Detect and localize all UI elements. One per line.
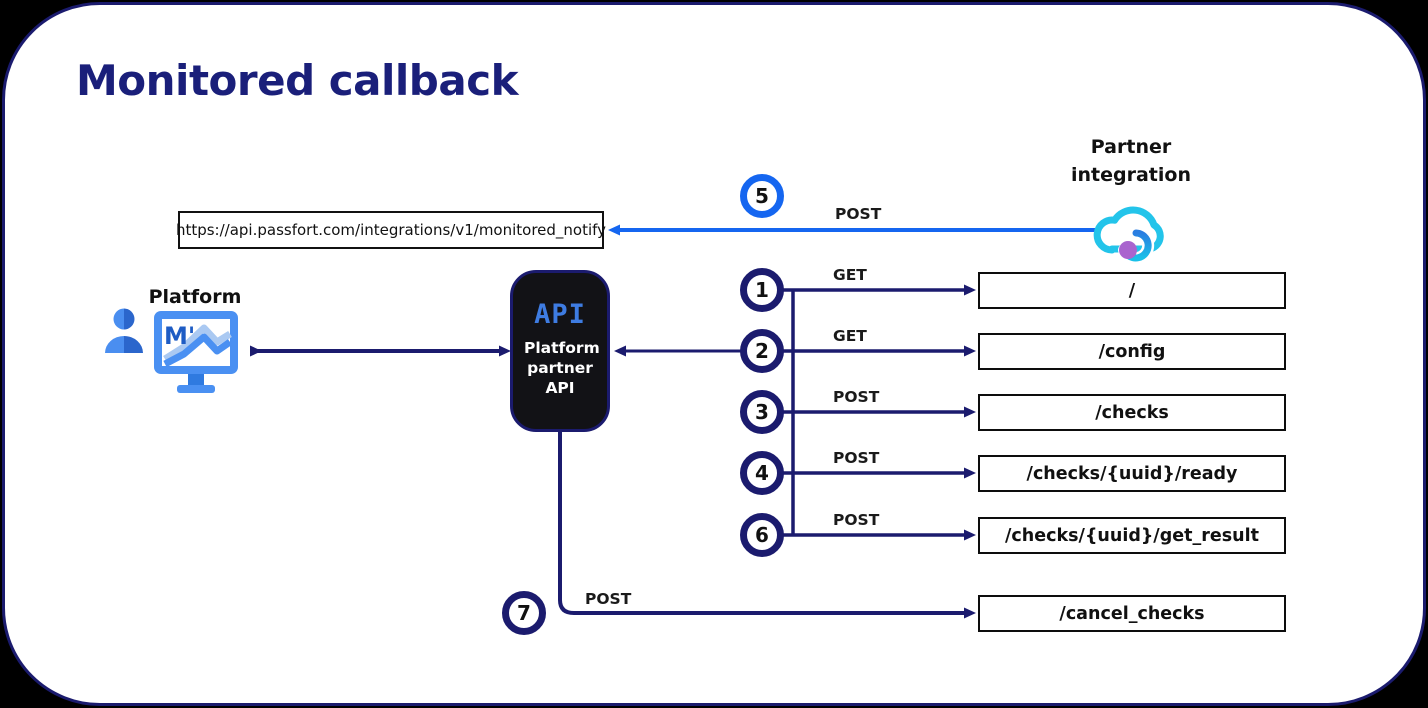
- page-title: Monitored callback: [76, 56, 519, 105]
- step-circle-2: 2: [740, 329, 784, 373]
- monitor-chart-icon: M': [154, 311, 238, 393]
- step-circle-4: 4: [740, 451, 784, 495]
- endpoint-box-root: /: [978, 272, 1286, 309]
- step-circle-5: 5: [740, 174, 784, 218]
- endpoint-box-cancel-checks: /cancel_checks: [978, 595, 1286, 632]
- endpoint-box-checks-ready: /checks/{uuid}/ready: [978, 455, 1286, 492]
- step-circle-3: 3: [740, 390, 784, 434]
- platform-label: Platform: [148, 286, 242, 308]
- partner-integration-label: Partner integration: [1071, 136, 1191, 186]
- method-label-4: POST: [833, 449, 880, 467]
- endpoint-box-checks-get-result: /checks/{uuid}/get_result: [978, 517, 1286, 554]
- platform-partner-api-box: API Platform partner API: [510, 270, 610, 432]
- monitor-logo-text: M': [164, 322, 195, 350]
- user-icon: [105, 308, 143, 353]
- cloud-icon: [1093, 206, 1164, 264]
- method-label-3: POST: [833, 388, 880, 406]
- notify-url-box: https://api.passfort.com/integrations/v1…: [176, 211, 606, 249]
- step-circle-1: 1: [740, 268, 784, 312]
- step-circle-7: 7: [502, 591, 546, 635]
- endpoint-box-config: /config: [978, 333, 1286, 370]
- method-label-callback: POST: [835, 205, 882, 223]
- api-logo: API: [534, 299, 586, 330]
- endpoint-box-checks: /checks: [978, 394, 1286, 431]
- step-circle-6: 6: [740, 513, 784, 557]
- method-label-2: GET: [833, 327, 867, 345]
- method-label-6: POST: [833, 511, 880, 529]
- api-label: Platform partner API: [524, 339, 600, 398]
- method-label-1: GET: [833, 266, 867, 284]
- method-label-7: POST: [585, 590, 632, 608]
